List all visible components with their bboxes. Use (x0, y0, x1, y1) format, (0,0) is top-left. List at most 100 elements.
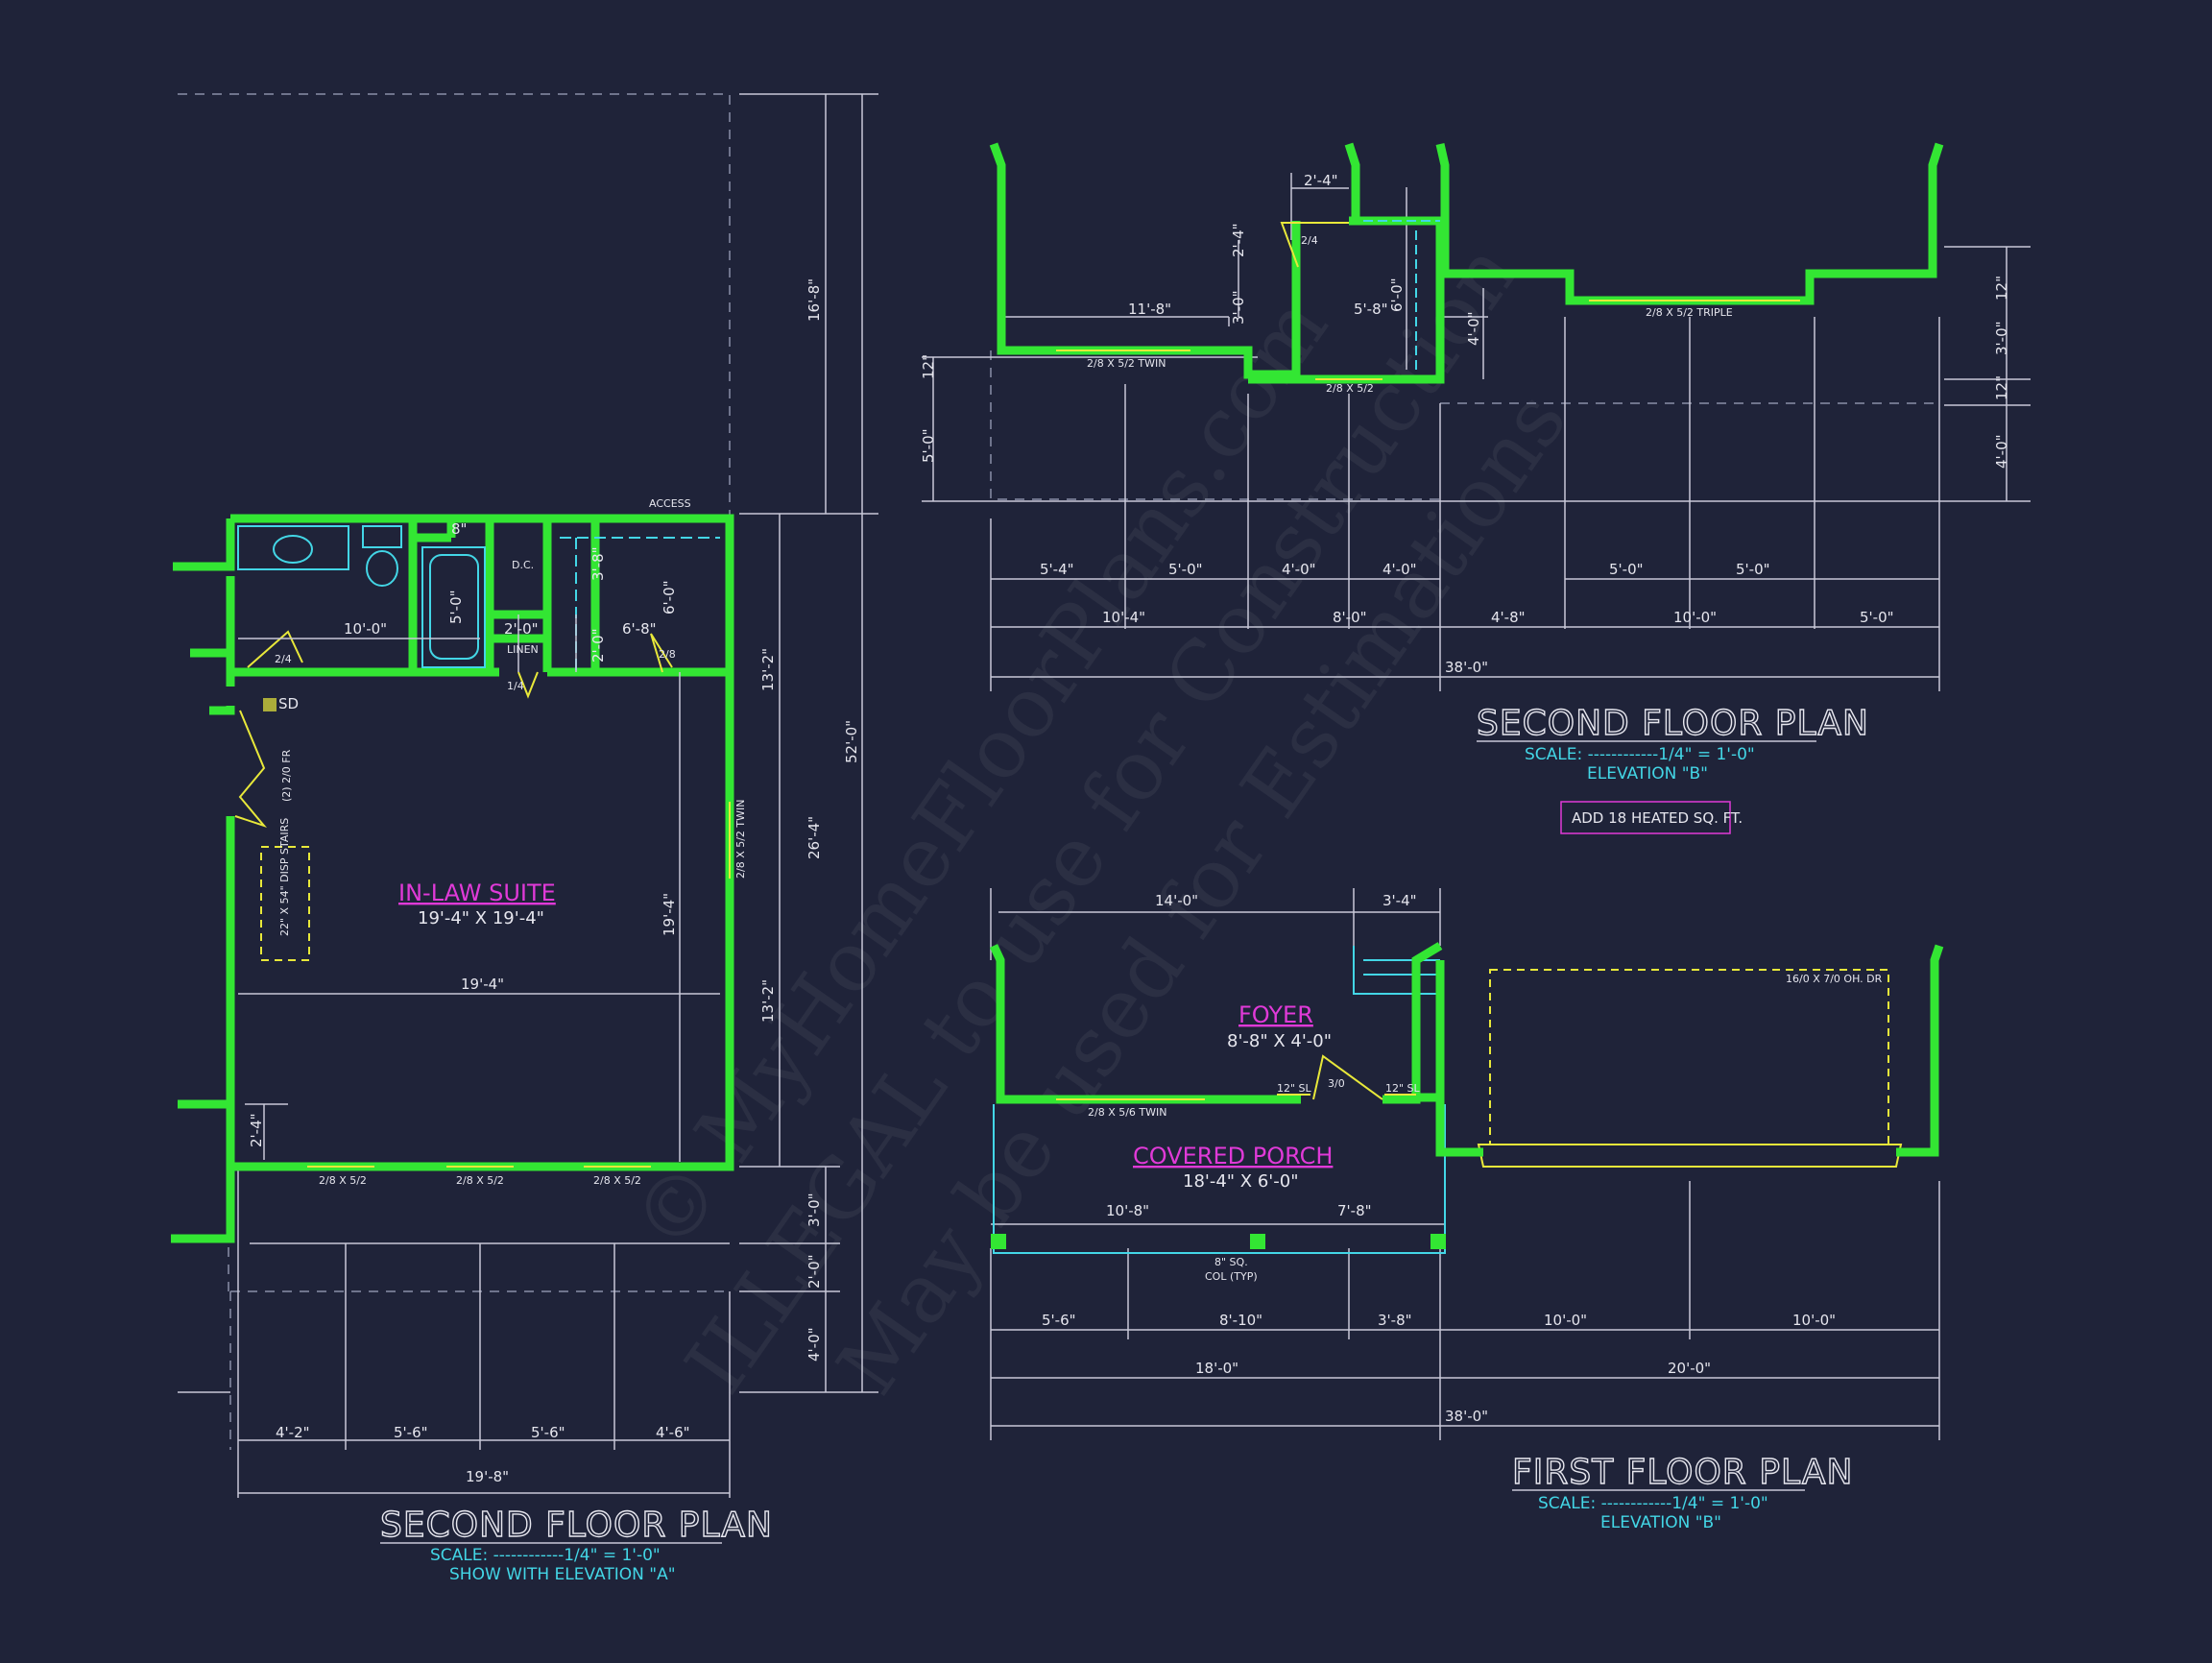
dim-p-10-8: 10'-8" (1106, 1202, 1149, 1219)
dim-b-19-8: 19'-8" (466, 1468, 509, 1485)
dim-t-2-4v: 2'-4" (1230, 223, 1247, 257)
dim-t-5-8: 5'-8" (1354, 301, 1388, 318)
label-sl-1: 12" SL (1277, 1082, 1312, 1095)
dim-b-8-0: 8'-0" (1333, 609, 1367, 626)
dim-t-3-0v: 3'-0" (1230, 290, 1247, 325)
dim-l-5-0: 5'-0" (920, 428, 937, 463)
dim-p-7-8: 7'-8" (1337, 1202, 1372, 1219)
right-second-floor-plan: 2/8 X 5/2 TWIN 2/8 X 5/2 2/8 X 5/2 TRIPL… (920, 142, 2031, 834)
right-second-scale: SCALE: ------------1/4" = 1'-0" (1525, 745, 1755, 764)
dim-19-4h: 19'-4" (461, 976, 504, 993)
dim-a-5-0: 5'-0" (1168, 561, 1203, 578)
dim-r-4-0: 4'-0" (1993, 434, 2010, 469)
label-stairs: 22" X 54" DISP STAIRS (278, 818, 291, 936)
dim-l-12: 12" (920, 354, 937, 379)
label-col: 8" SQ. (1214, 1256, 1248, 1268)
right-second-title: SECOND FLOOR PLAN (1477, 704, 1869, 743)
dim-a-3-8: 3'-8" (1378, 1312, 1412, 1329)
label-dc: D.C. (512, 559, 534, 571)
dim-19-4v: 19'-4" (661, 893, 678, 936)
label-twin-window: 2/8 X 5/6 TWIN (1088, 1106, 1167, 1119)
label-col-typ: COL (TYP) (1205, 1270, 1258, 1283)
label-sd: SD (278, 695, 299, 712)
label-door-14: 1/4 (507, 680, 524, 692)
label-door-30: 3/0 (1328, 1077, 1345, 1090)
dim-total-38-0: 38'-0" (1445, 1408, 1488, 1425)
dim-b-4-2: 4'-2" (276, 1424, 310, 1441)
dim-t-2-4: 2'-4" (1304, 172, 1338, 189)
dim-b-10-0: 10'-0" (1673, 609, 1717, 626)
dim-t-4-0v: 4'-0" (1465, 311, 1482, 346)
label-door-24: 2/4 (275, 653, 292, 665)
label-linen: LINEN (507, 643, 539, 656)
label-twin-window: 2/8 X 5/2 TWIN (1087, 357, 1166, 370)
label-window-3: 2/8 X 5/2 (593, 1174, 641, 1187)
room-name-covered-porch: COVERED PORCH (1133, 1143, 1333, 1169)
right-first-title: FIRST FLOOR PLAN (1512, 1453, 1853, 1492)
dim-b-5-0: 5'-0" (1860, 609, 1894, 626)
left-second-floor-plan: ACCESS D.C. LINEN SD (2) 2/0 FR 22" X 54… (171, 93, 878, 1584)
room-size-in-law-suite: 19'-4" X 19'-4" (418, 908, 544, 928)
dim-r-12b: 12" (1993, 375, 2010, 400)
dim-b-10-4: 10'-4" (1102, 609, 1145, 626)
dim-2-0a: 2'-0" (504, 620, 539, 638)
dim-2-4: 2'-4" (248, 1113, 265, 1147)
dim-5-0: 5'-0" (447, 590, 465, 624)
label-twin-window: 2/8 X 5/2 TWIN (734, 800, 747, 880)
label-triple-window: 2/8 X 5/2 TRIPLE (1646, 306, 1733, 319)
dim-13-2b: 13'-2" (759, 979, 777, 1023)
right-first-note: ELEVATION "B" (1600, 1513, 1721, 1532)
left-plan-note: SHOW WITH ELEVATION "A" (449, 1565, 676, 1584)
dim-b-4-8: 4'-8" (1491, 609, 1526, 626)
dim-3-0: 3'-0" (805, 1193, 823, 1227)
right-first-scale: SCALE: ------------1/4" = 1'-0" (1538, 1494, 1768, 1513)
label-door: 2/4 (1301, 234, 1318, 247)
dim-t-6-0v: 6'-0" (1388, 277, 1406, 312)
dim-a-4-0b: 4'-0" (1382, 561, 1417, 578)
dim-a-8-10: 8'-10" (1219, 1312, 1262, 1329)
dim-2-0c: 2'-0" (805, 1254, 823, 1289)
dim-r-3-0: 3'-0" (1993, 321, 2010, 355)
dim-b-20-0: 20'-0" (1668, 1360, 1711, 1377)
room-name-in-law-suite: IN-LAW SUITE (398, 880, 556, 906)
dim-a-5-4: 5'-4" (1040, 561, 1074, 578)
dim-10-0: 10'-0" (344, 620, 387, 638)
right-first-floor-plan: 16/0 X 7/0 OH. DR 2/8 X 5/6 TWIN 3/0 12"… (989, 888, 1944, 1532)
label-single-window: 2/8 X 5/2 (1326, 382, 1374, 395)
watermark-line-2: ILLEGAL to use for Construction (667, 227, 1536, 1410)
dim-2-0b: 2'-0" (589, 628, 607, 663)
dim-b-18-0: 18'-0" (1195, 1360, 1238, 1377)
room-size-foyer: 8'-8" X 4'-0" (1227, 1031, 1332, 1051)
dim-a-10-0: 10'-0" (1544, 1312, 1587, 1329)
dim-3-8: 3'-8" (589, 546, 607, 581)
label-garage-door: 16/0 X 7/0 OH. DR (1786, 973, 1883, 985)
dim-t-3-4: 3'-4" (1382, 892, 1417, 909)
label-sl-2: 12" SL (1385, 1082, 1421, 1095)
dim-total-38-0: 38'-0" (1445, 659, 1488, 676)
dim-16-8: 16'-8" (805, 278, 823, 322)
dim-13-2a: 13'-2" (759, 648, 777, 691)
label-window-2: 2/8 X 5/2 (456, 1174, 504, 1187)
dim-6-8: 6'-8" (622, 620, 657, 638)
dim-b-5-6b: 5'-6" (531, 1424, 565, 1441)
dim-t-14-0: 14'-0" (1155, 892, 1198, 909)
dim-a-5-6: 5'-6" (1042, 1312, 1076, 1329)
dim-26-4: 26'-4" (805, 816, 823, 859)
dim-r-12a: 12" (1993, 276, 2010, 301)
room-size-covered-porch: 18'-4" X 6'-0" (1183, 1171, 1298, 1192)
left-plan-title: SECOND FLOOR PLAN (380, 1506, 773, 1545)
dim-52-0: 52'-0" (843, 720, 860, 763)
dim-4-0: 4'-0" (805, 1327, 823, 1362)
dim-a-4-0a: 4'-0" (1282, 561, 1316, 578)
left-plan-scale: SCALE: ------------1/4" = 1'-0" (430, 1546, 661, 1565)
dim-t-11-8: 11'-8" (1128, 301, 1171, 318)
dim-6-0: 6'-0" (661, 580, 678, 615)
label-door-fr: (2) 2/0 FR (280, 749, 293, 802)
dim-b-5-6a: 5'-6" (394, 1424, 428, 1441)
dim-8: 8" (451, 520, 467, 538)
label-window-1: 2/8 X 5/2 (319, 1174, 367, 1187)
add-sqft-text: ADD 18 HEATED SQ. FT. (1572, 809, 1743, 827)
dim-b-4-6: 4'-6" (656, 1424, 690, 1441)
